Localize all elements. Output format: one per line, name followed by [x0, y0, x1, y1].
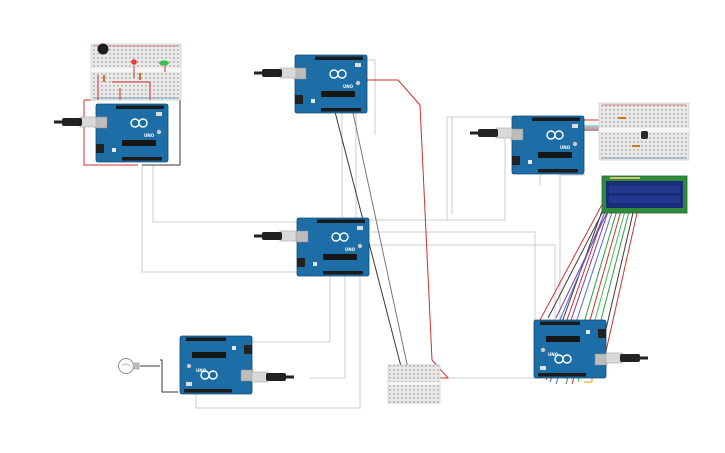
- usb-cable-2[interactable]: [253, 67, 297, 79]
- wire: [370, 244, 556, 320]
- usb-cable-3[interactable]: [253, 230, 297, 242]
- wire: [370, 132, 506, 221]
- usb-cable-1[interactable]: [53, 116, 97, 128]
- uno-label: UNO: [343, 84, 354, 89]
- breadboard-top-right[interactable]: [598, 102, 690, 161]
- wire: [142, 96, 181, 166]
- wire: [603, 199, 641, 361]
- uno-label: UNO: [144, 133, 155, 138]
- light-bulb-icon[interactable]: [118, 358, 140, 374]
- breadboard-bottom-center[interactable]: [387, 364, 441, 404]
- arduino-board-4[interactable]: UNO: [510, 115, 585, 175]
- green-led-icon[interactable]: [159, 60, 169, 66]
- uno-label: UNO: [560, 145, 571, 150]
- wire: [152, 165, 300, 223]
- wire: [539, 185, 613, 321]
- breadboard-top-left[interactable]: [90, 43, 182, 101]
- wire: [141, 165, 300, 273]
- wire: [365, 59, 376, 135]
- wire: [559, 199, 611, 321]
- usb-cable-4[interactable]: [469, 127, 513, 139]
- arduino-board-2[interactable]: UNO: [293, 54, 368, 114]
- arduino-board-3[interactable]: UNO: [295, 217, 370, 277]
- arduino-board-1[interactable]: UNO: [94, 103, 169, 163]
- arduino-board-6[interactable]: [533, 319, 608, 379]
- wire: [195, 272, 361, 409]
- uno-label: UNO: [345, 247, 356, 252]
- uno-label: UNO: [548, 352, 559, 357]
- arduino-board-5[interactable]: [179, 335, 254, 395]
- wire: [545, 171, 561, 320]
- buzzer-icon[interactable]: [97, 43, 109, 55]
- wire: [310, 272, 346, 379]
- wire: [365, 79, 450, 379]
- lcd-display[interactable]: [601, 175, 688, 214]
- wire: [351, 107, 411, 379]
- wire: [160, 359, 178, 393]
- uno-label: UNO: [196, 368, 207, 373]
- usb-cable-5[interactable]: [251, 371, 295, 383]
- wire: [370, 231, 536, 320]
- usb-cable-6[interactable]: [605, 352, 649, 364]
- sensor-icon[interactable]: [641, 131, 648, 139]
- wire: [252, 272, 331, 343]
- red-led-icon[interactable]: [131, 59, 137, 65]
